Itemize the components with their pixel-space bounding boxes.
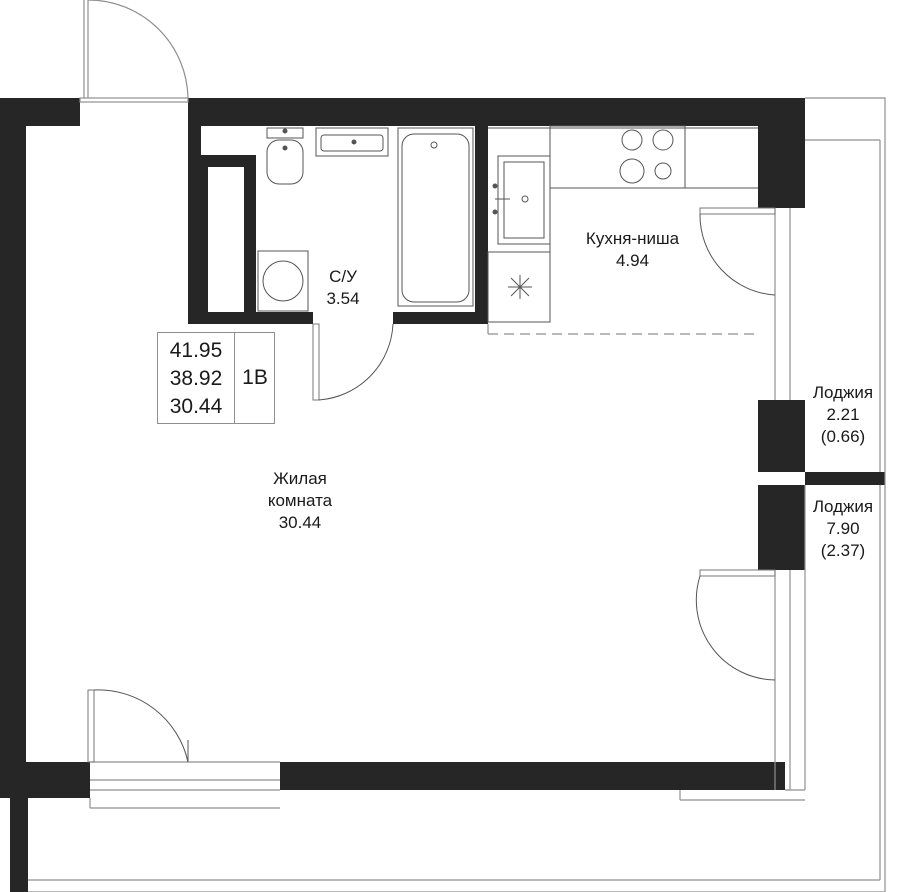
apartment-type: 1В xyxy=(242,366,268,389)
loggia-1-label: Лоджия 2.21 (0.66) xyxy=(800,382,886,448)
area-list: 41.95 38.92 30.44 xyxy=(158,337,234,421)
loggia-2-name: Лоджия xyxy=(812,497,874,516)
total-area: 41.95 xyxy=(169,339,223,362)
kitchen-area: 4.94 xyxy=(615,251,650,270)
loggia-2-label: Лоджия 7.90 (2.37) xyxy=(800,496,886,562)
living-room-area: 30.44 xyxy=(278,513,322,532)
thin-lines xyxy=(28,0,886,892)
usable-area: 38.92 xyxy=(169,367,223,390)
bathroom-name: С/У xyxy=(329,267,357,286)
living-room-name-line1: Жилая xyxy=(273,469,327,488)
loggia-2-reduced-area: (2.37) xyxy=(820,541,866,560)
bathroom-walls xyxy=(188,98,488,324)
loggia-1-reduced-area: (0.66) xyxy=(820,427,866,446)
living-room-label: Жилая комната 30.44 xyxy=(245,468,355,534)
info-divider xyxy=(234,333,235,423)
kitchen-fixtures xyxy=(487,125,758,323)
doors xyxy=(87,207,776,763)
kitchen-label: Кухня-ниша 4.94 xyxy=(565,228,700,272)
bathroom-area: 3.54 xyxy=(326,289,360,308)
bathroom-fixtures xyxy=(257,127,474,312)
kitchen-name: Кухня-ниша xyxy=(585,229,680,248)
loggia-1-area: 2.21 xyxy=(826,405,860,424)
bathroom-label: С/У 3.54 xyxy=(318,266,368,310)
loggia-1-name: Лоджия xyxy=(812,383,874,402)
apartment-info-box: 41.95 38.92 30.44 1В xyxy=(157,332,275,424)
loggia-2-area: 7.90 xyxy=(826,519,860,538)
exterior-walls xyxy=(0,98,885,892)
living-area: 30.44 xyxy=(169,395,223,418)
living-room-name-line2: комната xyxy=(267,491,333,510)
